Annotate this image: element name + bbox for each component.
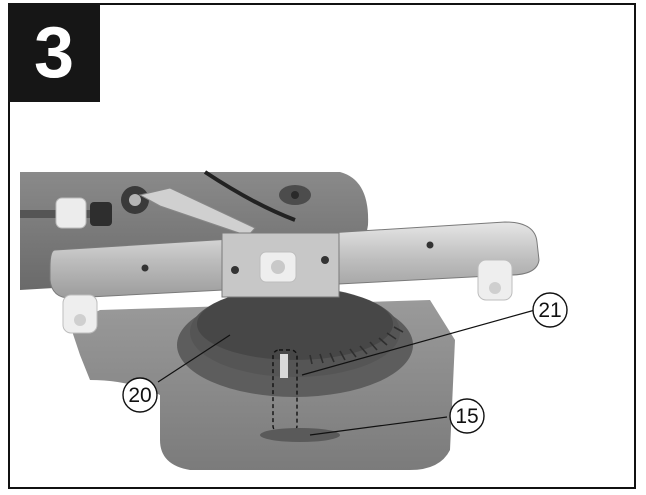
bar-hole-2 xyxy=(426,241,434,249)
left-bar-knob xyxy=(62,294,98,334)
step-number-badge: 3 xyxy=(8,3,100,102)
step-number: 3 xyxy=(33,12,75,93)
callout-21: 21 xyxy=(532,292,568,328)
cable xyxy=(203,170,296,222)
center-knob xyxy=(259,251,297,283)
left-knob xyxy=(55,197,87,229)
leader-line-15 xyxy=(309,416,448,436)
base-foot xyxy=(260,428,340,442)
pointer xyxy=(280,354,288,378)
center-plate xyxy=(221,232,340,298)
right-bar-knob xyxy=(477,259,513,301)
rod-clamp xyxy=(90,202,112,226)
housing-screw xyxy=(291,191,299,199)
leader-line-20 xyxy=(157,334,231,383)
pivot-bolt-head xyxy=(129,194,141,206)
callout-15-label: 15 xyxy=(455,405,478,428)
callout-20-label: 20 xyxy=(128,384,151,407)
plate-screw-right xyxy=(321,256,329,264)
pivot-arm xyxy=(138,187,256,237)
product-photo: 20 21 15 xyxy=(20,170,568,470)
angle-scale xyxy=(309,326,404,365)
turntable-top xyxy=(197,288,393,360)
bar-hole-1 xyxy=(141,264,149,272)
leader-line-21 xyxy=(301,309,536,376)
plate-screw-left xyxy=(231,266,239,274)
callout-15: 15 xyxy=(449,398,485,434)
callout-20: 20 xyxy=(122,377,158,413)
callout-21-label: 21 xyxy=(538,299,561,322)
